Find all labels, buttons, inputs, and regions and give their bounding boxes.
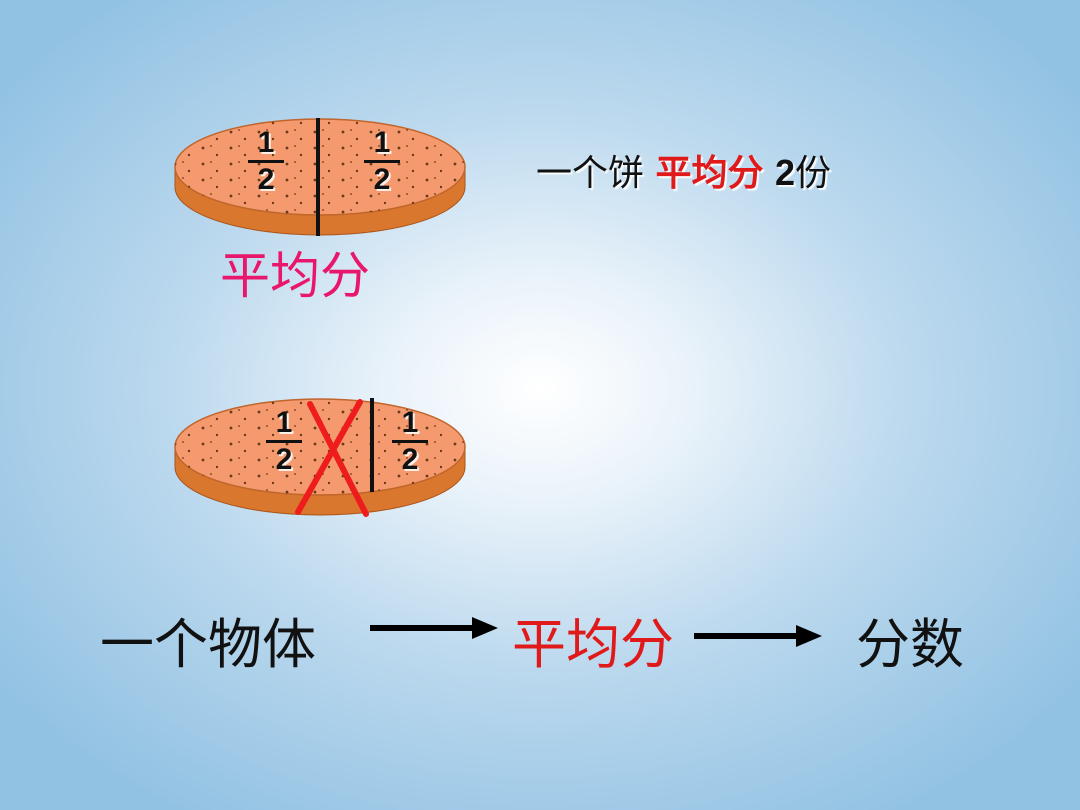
flow-step-equal-split: 平均分 — [512, 613, 674, 676]
statement-part1: 一个饼 — [536, 153, 645, 194]
fraction-bar — [266, 440, 302, 443]
denominator: 2 — [401, 443, 419, 476]
fraction-bar — [364, 160, 400, 163]
fraction-bottom-right: 1 2 — [388, 408, 432, 475]
numerator: 1 — [257, 126, 275, 159]
fraction-bottom-left: 1 2 — [262, 408, 306, 475]
fraction-bar — [392, 440, 428, 443]
cake-unequal-split — [174, 398, 466, 517]
numerator: 1 — [275, 406, 293, 439]
statement-unit: 份 — [794, 153, 831, 194]
fraction-top-left: 1 2 — [244, 128, 288, 195]
fraction-bar — [248, 160, 284, 163]
caption-equal-split: 平均分 — [220, 247, 370, 305]
statement-count: 2 — [774, 152, 795, 193]
fraction-top-right: 1 2 — [360, 128, 404, 195]
numerator: 1 — [373, 126, 391, 159]
denominator: 2 — [275, 443, 293, 476]
cake-equal-split — [174, 118, 466, 236]
arrow-right-icon — [370, 617, 498, 639]
statement-highlight: 平均分 — [655, 153, 764, 194]
cross-mark-icon — [295, 399, 369, 517]
numerator: 1 — [401, 406, 419, 439]
statement: 一个饼 平均分 2份 — [536, 144, 831, 196]
flow-step-fraction: 分数 — [856, 613, 964, 676]
arrow-right-icon — [694, 625, 822, 647]
denominator: 2 — [373, 163, 391, 196]
flow-step-object: 一个物体 — [100, 613, 316, 676]
denominator: 2 — [257, 163, 275, 196]
